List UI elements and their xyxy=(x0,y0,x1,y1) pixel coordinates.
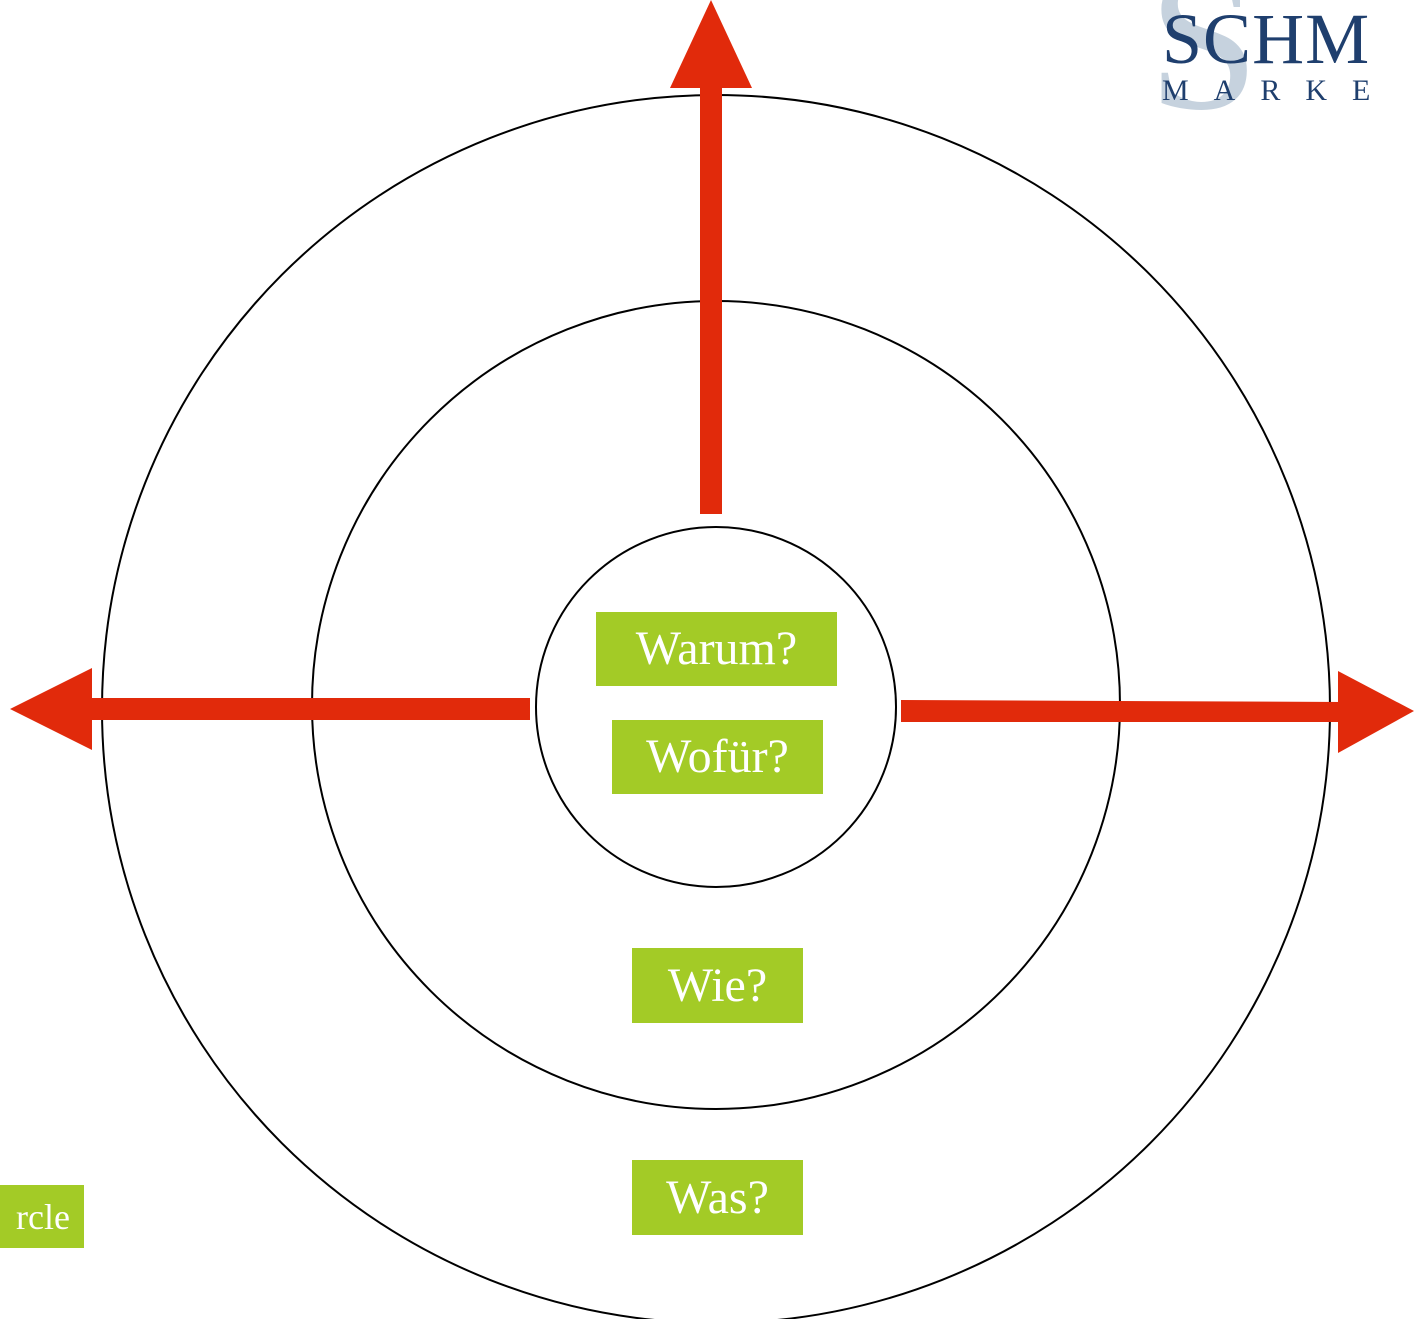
arrow-left xyxy=(10,668,530,750)
logo-subword: MARKE xyxy=(1162,74,1396,107)
logo-initial: S xyxy=(1148,0,1260,130)
circle-fragment-label: rcle xyxy=(0,1185,84,1248)
wie-label: Wie? xyxy=(632,948,803,1023)
wofuer-label: Wofür? xyxy=(612,720,823,794)
arrow-up xyxy=(670,0,752,514)
arrow-right xyxy=(901,671,1414,753)
logo-wordmark: SCHM xyxy=(1162,0,1371,79)
was-label: Was? xyxy=(632,1160,803,1235)
brand-logo: S SCHM MARKE xyxy=(1140,0,1414,130)
warum-label: Warum? xyxy=(596,612,837,686)
inner-circle xyxy=(535,526,897,888)
